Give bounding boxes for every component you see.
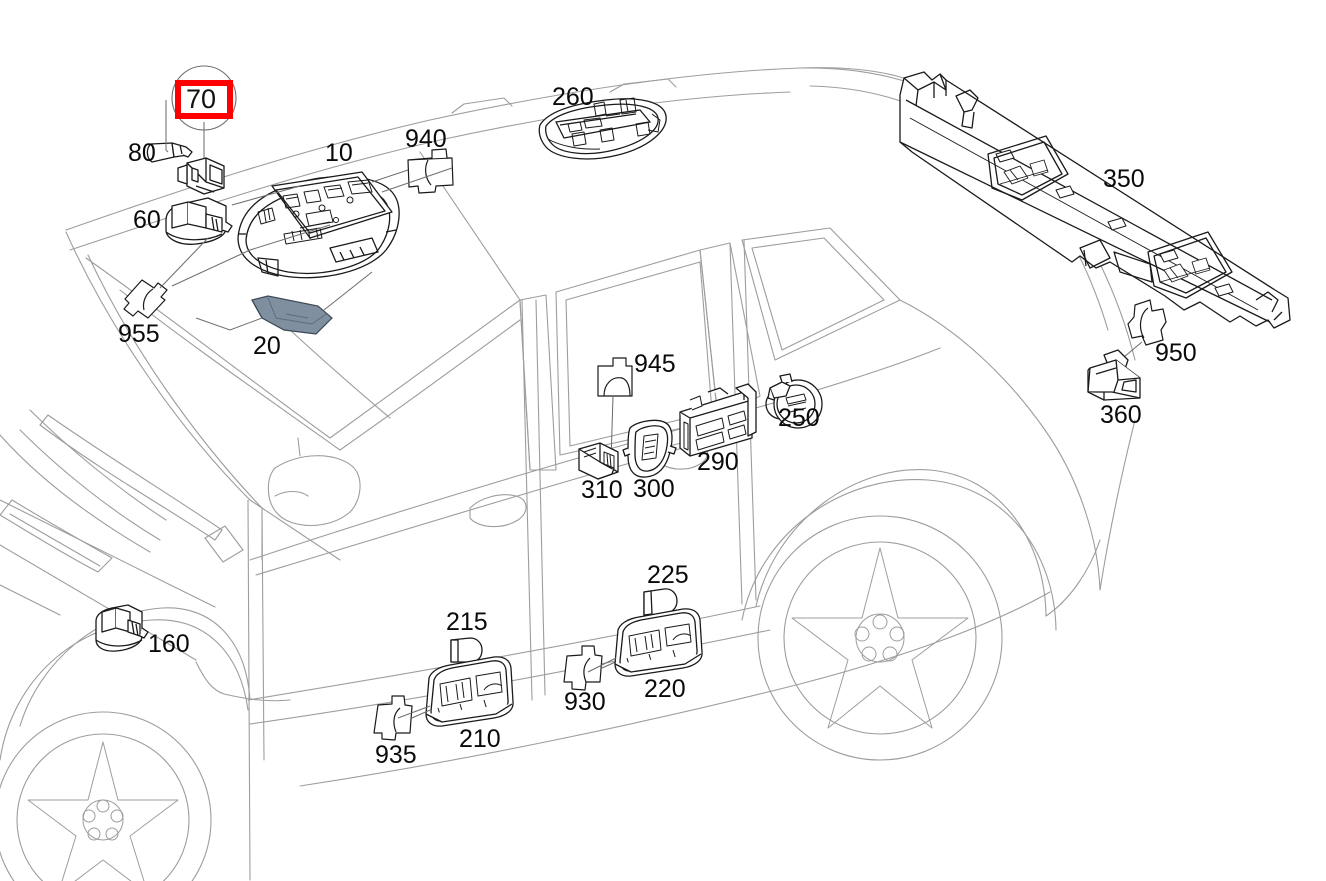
callout-label-10[interactable]: 10 (325, 139, 353, 167)
part-350-rear-trim (899, 71, 1291, 329)
leader-935b (397, 705, 431, 719)
part-215-bulb (450, 637, 483, 663)
callout-label-20[interactable]: 20 (253, 332, 281, 360)
part-60-lamp (165, 197, 233, 245)
callout-label-80[interactable]: 80 (128, 139, 156, 167)
leader-955-roof (171, 224, 331, 287)
callout-label-950[interactable]: 950 (1155, 339, 1197, 367)
part-250-round-switch (765, 373, 823, 429)
leader-930b (587, 657, 617, 673)
part-80-bulb (146, 142, 193, 163)
leader-940b (381, 167, 453, 193)
part-930-clip (563, 645, 603, 691)
callout-label-310[interactable]: 310 (581, 476, 623, 504)
callout-label-955[interactable]: 955 (118, 320, 160, 348)
part-160-lamp (95, 604, 149, 652)
part-260-sunroof-frame (538, 97, 667, 160)
callout-label-290[interactable]: 290 (697, 448, 739, 476)
part-210-lamp (425, 656, 514, 727)
part-10-overhead-console (237, 171, 400, 279)
part-70-connector (177, 157, 225, 195)
callout-label-935[interactable]: 935 (375, 741, 417, 769)
part-945-clip (597, 357, 633, 397)
part-950-clip (1127, 299, 1167, 346)
callout-label-300[interactable]: 300 (633, 475, 675, 503)
leader-20-b (323, 271, 373, 311)
leader-roof-60 (231, 185, 301, 206)
part-935-clip (373, 695, 413, 741)
callout-label-220[interactable]: 220 (644, 675, 686, 703)
callout-label-225[interactable]: 225 (647, 561, 689, 589)
part-360-lamp-housing (1087, 349, 1141, 401)
part-955-clip (123, 279, 168, 319)
part-300-bezel (622, 419, 677, 478)
leader-80 (165, 100, 169, 153)
part-310-switch (578, 442, 619, 480)
leader-940 (371, 169, 409, 183)
leader-935 (411, 709, 431, 719)
part-220-lamp (614, 608, 703, 677)
leader-60-955 (159, 237, 209, 289)
vehicle-body-outline (0, 67, 1136, 881)
callout-label-945[interactable]: 945 (634, 350, 676, 378)
part-940-clip (407, 148, 454, 194)
callout-label-260[interactable]: 260 (552, 83, 594, 111)
callout-label-215[interactable]: 215 (446, 608, 488, 636)
callout-label-210[interactable]: 210 (459, 725, 501, 753)
highlight-box-part-70 (175, 80, 233, 119)
callout-70-circle (171, 65, 237, 131)
callout-label-360[interactable]: 360 (1100, 401, 1142, 429)
callout-label-70[interactable]: 70 (186, 84, 217, 114)
callout-label-940[interactable]: 940 (405, 125, 447, 153)
leader-20-a (195, 317, 263, 331)
leader-lines (159, 100, 617, 719)
callout-label-350[interactable]: 350 (1103, 165, 1145, 193)
callout-label-160[interactable]: 160 (148, 630, 190, 658)
callout-label-250[interactable]: 250 (778, 404, 820, 432)
part-290-module (679, 383, 757, 457)
callout-label-60[interactable]: 60 (133, 206, 161, 234)
part-20-shape (251, 295, 333, 335)
callout-label-930[interactable]: 930 (564, 688, 606, 716)
